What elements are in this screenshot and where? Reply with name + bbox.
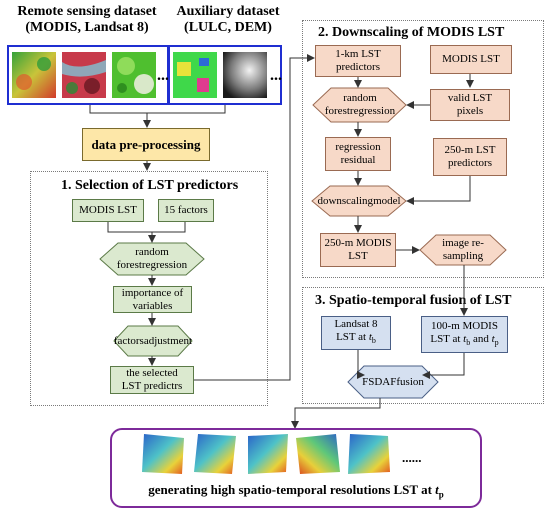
output-title-time-symbol: t — [435, 482, 439, 497]
s3-modis100-line2: LST at tb and tp — [430, 333, 498, 349]
auxiliary-image-panel: ... — [168, 45, 282, 105]
remote-sensing-title-line2: (MODIS, Landsat 8) — [25, 20, 149, 35]
s2-rf-label: random forestregression — [322, 88, 398, 122]
s3-fsdaf-hexagon — [347, 365, 439, 399]
s1-modis-lst-label: MODIS LST — [79, 204, 137, 216]
s2-valid-line1: valid LST — [447, 92, 493, 104]
output-lst-image-4 — [296, 434, 340, 474]
s1-selected-line2: LST predictrs — [121, 380, 183, 392]
section2-frame — [302, 20, 544, 278]
s2-resample-line1: image re- — [442, 237, 484, 249]
modis-thumbnail-red — [62, 52, 106, 98]
vegetation-thumbnail — [112, 52, 156, 98]
remote-more-ellipsis: ... — [157, 67, 169, 84]
s2-rf-line2: regression — [349, 105, 396, 117]
output-lst-image-3 — [248, 434, 288, 474]
s1-factors-label: 15 factors — [164, 204, 208, 216]
s1-adjust-line2: adjustment — [143, 334, 193, 347]
aux-more-ellipsis: ... — [270, 67, 282, 84]
s2-resample-label: image re-sampling — [428, 235, 498, 265]
s3-modis-100m-box: 100-m MODIS LST at tb and tp — [421, 316, 508, 353]
s3-landsat-time-subscript: b — [371, 336, 376, 346]
s1-rf-hexagon — [99, 242, 205, 276]
output-title-time-subscript: p — [438, 489, 444, 500]
s2-250m-pred-line2: predictors — [448, 157, 492, 169]
landsat-thumbnail — [12, 52, 56, 98]
s1-importance-line1: importance of — [121, 286, 184, 299]
remote-sensing-title: Remote sensing dataset (MODIS, Landsat 8… — [2, 4, 172, 36]
output-ellipsis: ...... — [402, 450, 422, 465]
s2-valid-line2: pixels — [456, 105, 484, 117]
s1-selected-line1: the selected — [126, 367, 178, 379]
remote-sensing-title-line1: Remote sensing dataset — [17, 4, 157, 19]
s1-adjust-label: factorsadjustment — [114, 326, 192, 356]
s3-modis100-and: and — [470, 332, 492, 345]
s2-residual-line1: regression — [335, 141, 381, 153]
s3-modis100-line2-text: LST at — [430, 332, 464, 345]
output-lst-image-5 — [348, 434, 390, 474]
data-preprocessing-box: data pre-processing — [82, 128, 210, 161]
s1-rf-line2: regression — [141, 259, 188, 271]
s3-modis100-line1: 100-m MODIS — [431, 319, 498, 332]
auxiliary-title-line1: Auxiliary dataset — [176, 4, 280, 19]
s1-factors-box: 15 factors — [158, 199, 214, 222]
auxiliary-title-line2: (LULC, DEM) — [184, 20, 272, 35]
s1-rf-label: random forestregression — [108, 243, 196, 275]
output-lst-image-2 — [194, 434, 236, 474]
section3-frame — [302, 287, 544, 404]
s2-residual-line2: residual — [340, 154, 376, 166]
output-title: generating high spatio-temporal resoluti… — [110, 482, 482, 500]
section1-title: 1. Selection of LST predictors — [61, 178, 239, 193]
lulc-thumbnail — [173, 52, 217, 98]
s1-rf-line1: random forest — [116, 246, 169, 271]
s1-importance-line2: variables — [132, 299, 173, 312]
remote-sensing-image-panel: ... — [7, 45, 169, 105]
s3-landsat-line2: LST at tb — [334, 331, 377, 347]
s2-resample-line2: sampling — [442, 250, 484, 262]
s3-fsdaf-line1: FSDAF — [362, 375, 397, 388]
data-preprocessing-label: data pre-processing — [91, 136, 201, 152]
s2-1km-line1: 1-km LST — [335, 48, 381, 60]
s2-modis-lst-box: MODIS LST — [430, 45, 512, 74]
auxiliary-title: Auxiliary dataset (LULC, DEM) — [168, 4, 288, 36]
section2-title: 2. Downscaling of MODIS LST — [318, 25, 505, 40]
s2-resample-hexagon — [419, 234, 507, 266]
s2-250m-pred-line1: 250-m LST — [444, 144, 496, 156]
s3-landsat-line2-text: LST at — [336, 331, 369, 344]
output-frame — [110, 428, 482, 508]
s3-landsat-line1: Landsat 8 — [334, 318, 378, 331]
s2-250m-modis-line2: LST — [348, 250, 368, 262]
s1-modis-lst-box: MODIS LST — [72, 199, 144, 222]
s2-1km-line2: predictors — [336, 61, 380, 73]
output-lst-image-1 — [142, 434, 184, 474]
s3-modis100-time1-sub: b — [466, 338, 471, 348]
s2-250m-modis-line1: 250-m MODIS — [324, 237, 392, 249]
s2-downscale-label: downscalingmodel — [317, 186, 400, 216]
s3-fsdaf-line2: fusion — [396, 375, 424, 388]
s3-fsdaf-label: FSDAFfusion — [358, 366, 428, 398]
s3-landsat-lst-box: Landsat 8 LST at tb — [321, 316, 391, 350]
s3-landsat-time-symbol: t — [368, 331, 372, 344]
s1-adjust-hexagon — [113, 325, 193, 357]
s2-rf-line1: random forest — [324, 92, 377, 117]
section1-frame — [30, 171, 268, 406]
s2-downscale-line2: model — [373, 194, 401, 207]
output-title-text: generating high spatio-temporal resoluti… — [148, 482, 436, 497]
s3-modis100-time2-sub: p — [494, 338, 499, 348]
s3-modis100-time2: t — [491, 332, 495, 345]
s2-modis-lst-label: MODIS LST — [442, 53, 500, 65]
s3-modis100-time1: t — [463, 332, 467, 345]
section3-title: 3. Spatio-temporal fusion of LST — [315, 293, 512, 308]
s1-adjust-line1: factors — [113, 334, 144, 347]
dem-thumbnail — [223, 52, 267, 98]
s2-downscale-line1: downscaling — [317, 194, 374, 207]
